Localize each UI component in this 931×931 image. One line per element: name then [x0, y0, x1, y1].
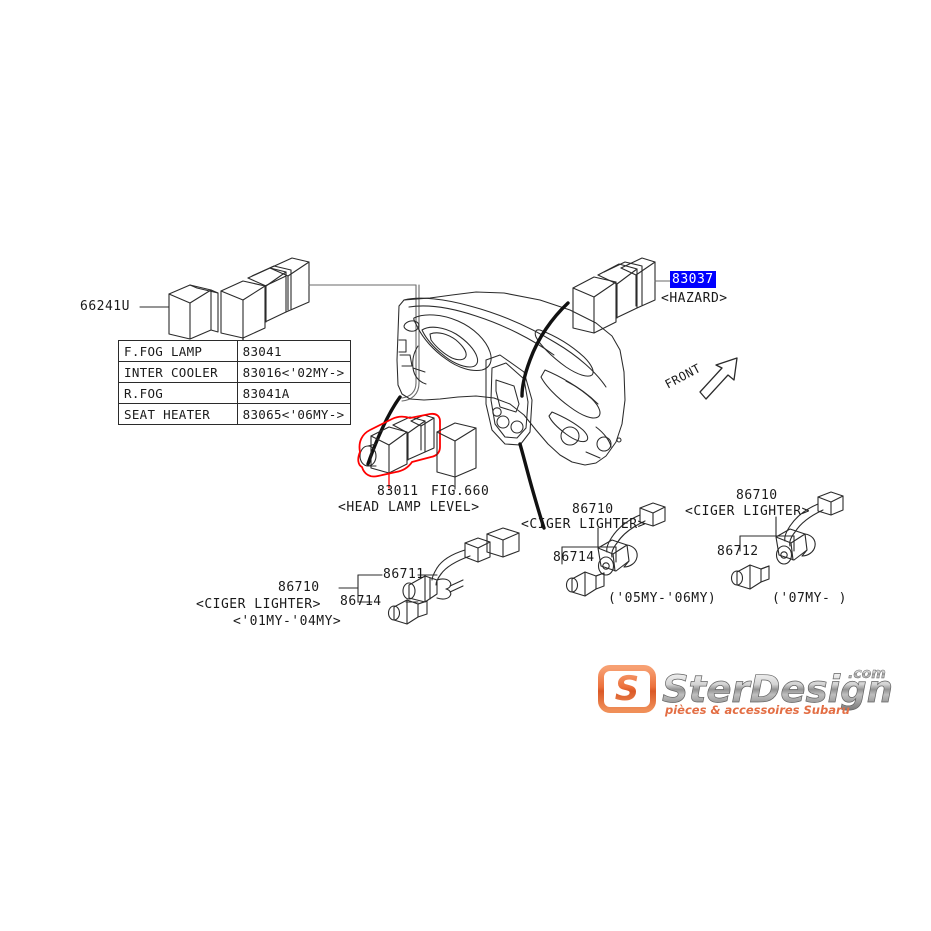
table-cell-name: INTER COOLER	[118, 361, 238, 383]
label-86712: 86712	[717, 544, 759, 559]
table-row: INTER COOLER 83016<'02MY->	[118, 361, 352, 383]
part-switch-cluster	[220, 257, 310, 339]
watermark-tld: .com	[848, 666, 886, 682]
leader-cluster-to-dash	[308, 284, 420, 402]
label-86714-group2: 86714	[553, 550, 595, 565]
watermark-brand: SterDesign	[662, 668, 893, 711]
label-years-group1: <'01MY-'04MY>	[233, 614, 342, 629]
table-row: SEAT HEATER 83065<'06MY->	[118, 403, 352, 425]
cigar-lighter-group-05my-06my	[565, 502, 666, 597]
label-ciger-lighter-group2: <CIGER LIGHTER>	[521, 517, 646, 532]
pointer-cigar	[518, 442, 546, 530]
table-cell-part: 83041	[236, 340, 352, 362]
label-years-group2: ('05MY-'06MY)	[608, 591, 717, 606]
cigar-lighter-group-07my	[730, 491, 844, 590]
label-86710-group1: 86710	[278, 580, 320, 595]
pointer-curves	[366, 301, 570, 530]
label-fig660: FIG.660	[431, 484, 490, 499]
parts-table: F.FOG LAMP 83041 INTER COOLER 83016<'02M…	[118, 340, 352, 425]
part-66241u-blank-cover	[168, 284, 219, 340]
part-83011-headlamp-switch	[359, 414, 435, 474]
pointer-headlamp	[366, 395, 402, 466]
table-row: F.FOG LAMP 83041	[118, 340, 352, 362]
table-cell-name: SEAT HEATER	[118, 403, 238, 425]
dashboard-illustration	[396, 291, 626, 466]
table-row: R.FOG 83041A	[118, 382, 352, 404]
label-years-group3: ('07MY- )	[772, 591, 847, 606]
bracket-group-07my	[739, 516, 795, 552]
label-ciger-lighter-group1: <CIGER LIGHTER>	[196, 597, 321, 612]
parts-table-body: F.FOG LAMP 83041 INTER COOLER 83016<'02M…	[118, 340, 352, 425]
svg-text:S: S	[615, 669, 640, 709]
label-83011-number: 83011	[377, 484, 419, 499]
table-cell-name: R.FOG	[118, 382, 238, 404]
label-83037-hazard-number: 83037	[670, 271, 716, 288]
label-ciger-lighter-group3: <CIGER LIGHTER>	[685, 504, 810, 519]
pointer-hazard	[520, 301, 570, 398]
label-86710-group3: 86710	[736, 488, 778, 503]
watermark-tagline: pièces & accessoires Subaru	[664, 703, 850, 717]
table-cell-part: 83016<'02MY->	[236, 361, 352, 383]
label-86714-group1: 86714	[340, 594, 382, 609]
label-hazard-desc: <HAZARD>	[661, 291, 728, 306]
table-cell-part: 83041A	[236, 382, 352, 404]
cigar-lighter-group-01my-04my	[387, 527, 520, 625]
table-cell-part: 83065<'06MY->	[236, 403, 352, 425]
part-fig660-block	[436, 422, 477, 478]
highlight-83037[interactable]: 83037	[670, 271, 716, 288]
bracket-group-01my	[338, 574, 438, 603]
selection-outline-83011	[357, 412, 441, 478]
label-86710-group2: 86710	[572, 502, 614, 517]
front-arrow	[699, 357, 738, 400]
label-66241u: 66241U	[80, 299, 130, 314]
bracket-group-05my	[561, 527, 617, 565]
label-head-lamp-level-desc: <HEAD LAMP LEVEL>	[338, 500, 480, 515]
label-86711: 86711	[383, 567, 425, 582]
part-83037-hazard-switch	[572, 257, 656, 334]
watermark-badge: S	[598, 665, 656, 713]
watermark-logo: S SterDesign .com pièces & accessoires S…	[598, 665, 893, 717]
table-cell-name: F.FOG LAMP	[118, 340, 238, 362]
